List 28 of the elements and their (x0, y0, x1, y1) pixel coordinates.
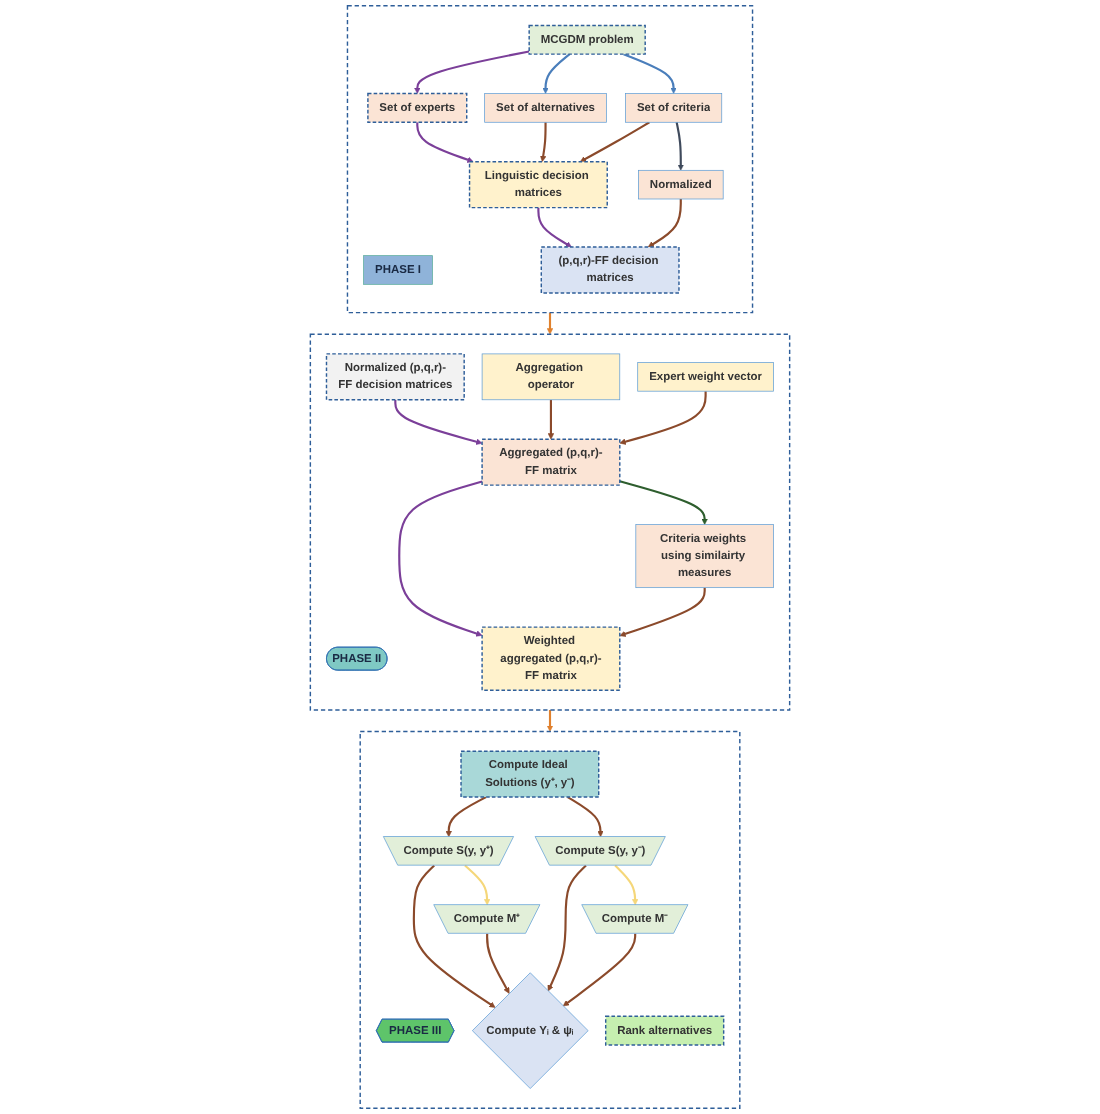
arrow (412, 864, 496, 1008)
cluster (309, 333, 791, 711)
arrow (398, 480, 483, 637)
arrow (567, 796, 604, 838)
arrow (414, 50, 530, 94)
arrow (546, 709, 554, 732)
cluster (346, 5, 754, 314)
arrow (486, 933, 510, 994)
arrow (394, 399, 483, 445)
arrow (537, 207, 572, 248)
arrow (647, 199, 682, 248)
arrow (464, 864, 491, 906)
arrow (540, 122, 547, 162)
arrow (614, 864, 639, 906)
arrow (623, 53, 677, 94)
arrow (619, 480, 708, 525)
arrow (579, 121, 650, 162)
arrow (675, 122, 684, 171)
arrow (547, 399, 555, 440)
arrow (547, 864, 587, 992)
arrow (619, 391, 707, 445)
arrow (416, 122, 474, 163)
cluster (359, 730, 741, 1109)
arrow (542, 53, 571, 94)
arrow (546, 312, 554, 335)
arrow (562, 933, 637, 1007)
arrow (445, 796, 487, 838)
arrow (619, 587, 706, 637)
